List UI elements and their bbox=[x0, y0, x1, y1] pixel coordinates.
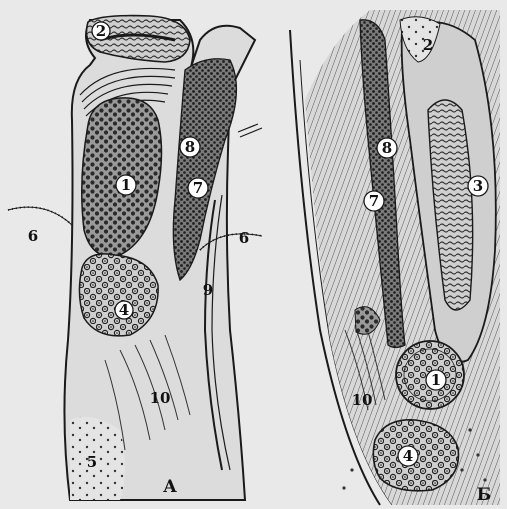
label-a-7-text: 7 bbox=[193, 179, 203, 197]
label-a-10: 10 bbox=[150, 389, 171, 407]
panel-a-letter: A bbox=[162, 477, 177, 497]
panel-b-letter: Б bbox=[477, 485, 492, 505]
label-b-7-text: 7 bbox=[369, 192, 379, 210]
label-a-6-right: 6 bbox=[239, 229, 249, 247]
label-a-4: 4 bbox=[115, 301, 133, 319]
label-a-8-text: 8 bbox=[185, 138, 195, 156]
label-a-8: 8 bbox=[180, 137, 200, 157]
label-a-7: 7 bbox=[188, 178, 208, 198]
label-a-5: 5 bbox=[87, 453, 97, 471]
label-b-2: 2 bbox=[423, 36, 433, 54]
label-b-1: 1 bbox=[426, 370, 446, 390]
label-a-9: 9 bbox=[203, 281, 213, 299]
label-b-4: 4 bbox=[398, 446, 418, 466]
panel-a-connective-5 bbox=[70, 417, 125, 500]
label-a-1: 1 bbox=[116, 175, 136, 195]
label-a-4-text: 4 bbox=[119, 301, 129, 319]
panel-a-mass-4 bbox=[79, 254, 158, 336]
label-b-8: 8 bbox=[377, 138, 397, 158]
label-b-7: 7 bbox=[364, 191, 384, 211]
label-a-2: 2 bbox=[92, 22, 110, 40]
label-b-10: 10 bbox=[352, 391, 373, 409]
label-b-8-text: 8 bbox=[382, 139, 392, 157]
label-b-1-text: 1 bbox=[431, 371, 441, 389]
label-b-3-text: 3 bbox=[473, 177, 483, 195]
label-a-1-text: 1 bbox=[121, 176, 131, 194]
label-a-6-left: 6 bbox=[28, 227, 38, 245]
label-b-4-text: 4 bbox=[403, 447, 413, 465]
label-a-2-text: 2 bbox=[96, 22, 106, 40]
label-b-3: 3 bbox=[468, 176, 488, 196]
